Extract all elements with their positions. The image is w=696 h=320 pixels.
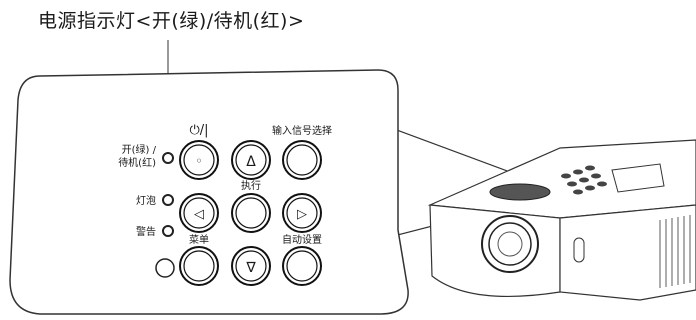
standby-label: 待机(红) — [118, 156, 156, 169]
up-button[interactable]: Δ — [231, 140, 271, 180]
menu-button[interactable] — [179, 246, 219, 286]
input-select-button[interactable] — [282, 140, 322, 180]
down-button[interactable]: ∇ — [231, 246, 271, 286]
power-button[interactable]: ◦ — [179, 140, 219, 180]
lamp-indicator-icon — [162, 194, 174, 206]
warning-indicator-icon — [162, 225, 174, 237]
power-on-label: 开(绿) / — [122, 143, 157, 156]
right-button[interactable]: ▷ — [282, 193, 322, 233]
right-arrow-icon: ▷ — [297, 207, 307, 222]
power-button-glyph: ◦ — [195, 154, 202, 168]
warning-label: 警告 — [136, 225, 156, 238]
menu-label: 菜单 — [189, 234, 209, 246]
ir-receiver-icon — [155, 258, 175, 278]
execute-label: 执行 — [241, 179, 261, 192]
left-button[interactable]: ◁ — [179, 193, 219, 233]
input-select-label: 输入信号选择 — [272, 124, 332, 137]
up-arrow-icon: Δ — [246, 154, 256, 170]
lamp-label: 灯泡 — [136, 194, 156, 207]
power-symbol-label: ⏻/| — [189, 123, 208, 138]
execute-button[interactable] — [231, 193, 271, 233]
projector-illustration — [427, 139, 696, 301]
page-title: 电源指示灯<开(绿)/待机(红)> — [38, 10, 305, 32]
auto-setup-label: 自动设置 — [282, 233, 322, 246]
auto-setup-button[interactable] — [282, 246, 322, 286]
power-indicator-icon — [162, 152, 174, 164]
down-arrow-icon: ∇ — [245, 260, 256, 276]
left-arrow-icon: ◁ — [194, 207, 204, 222]
